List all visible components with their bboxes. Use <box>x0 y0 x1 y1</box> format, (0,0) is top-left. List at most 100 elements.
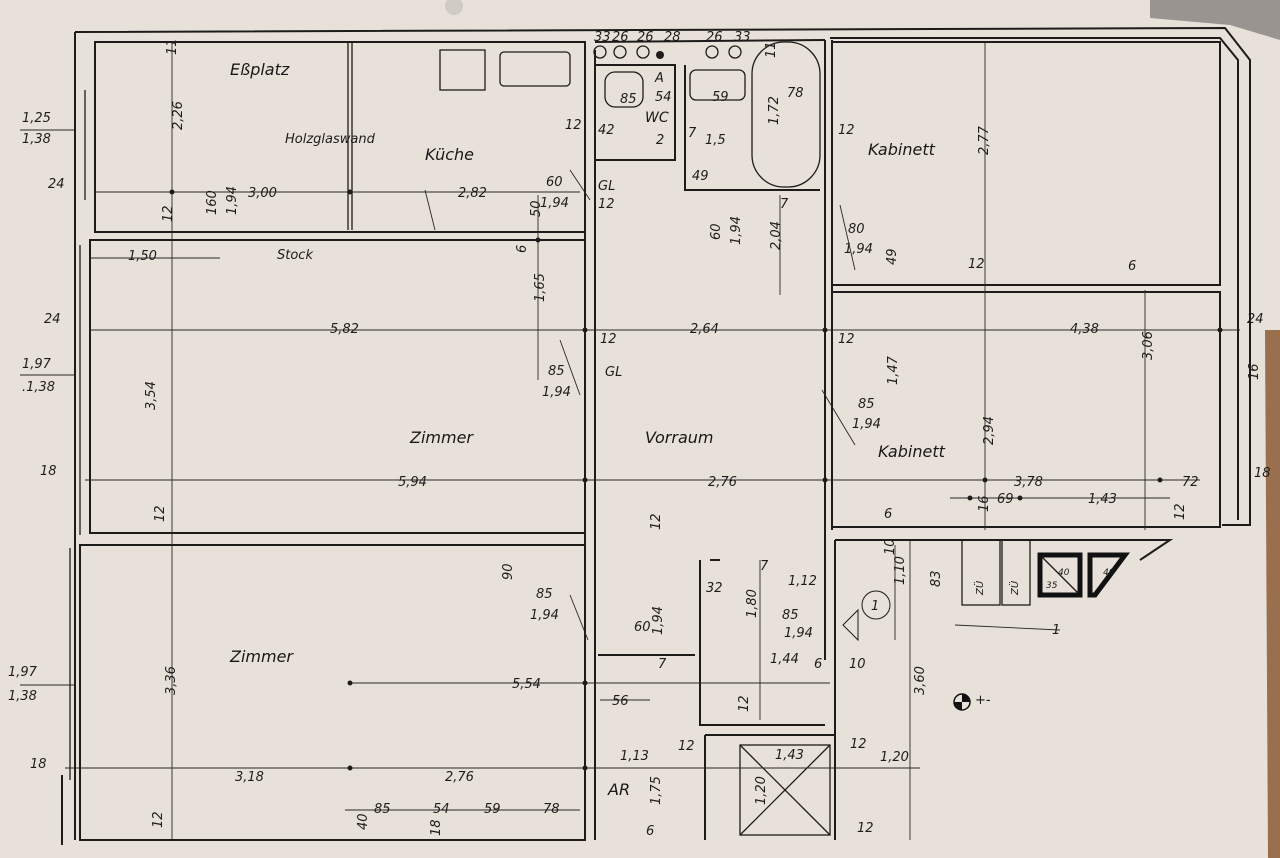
dimension-label: 2,77 <box>977 125 992 155</box>
dimension-label: 85 <box>536 587 553 602</box>
dimension-label: 85 <box>782 608 799 623</box>
dimension-label: 49 <box>692 169 709 184</box>
dimension-label: 12 <box>838 332 855 347</box>
dimension-label: 1,13 <box>620 749 649 764</box>
table-edge <box>1265 330 1280 858</box>
dimension-label: 5,94 <box>398 475 427 490</box>
dimension-label: 12 <box>857 821 874 836</box>
dimension-label: 6 <box>1128 259 1136 274</box>
dimension-label: 16 <box>1247 363 1262 380</box>
dimension-label: 1,43 <box>775 748 804 763</box>
dimension-label: 6 <box>814 657 822 672</box>
dimension-label: 24 <box>1247 312 1264 327</box>
dimension-label: 83 <box>929 570 944 587</box>
dimension-label: 1,94 <box>784 626 813 641</box>
dimension-label: 33 <box>734 30 751 45</box>
note-a: A <box>654 71 664 86</box>
dimension-label: 160 <box>205 190 220 215</box>
dimension-label: 6 <box>515 245 530 253</box>
dimension-label: 2 <box>656 133 664 148</box>
dimension-label: 28 <box>664 30 681 45</box>
dimension-label: 6 <box>884 507 892 522</box>
chimney-size-2: 35 <box>1046 581 1058 591</box>
dimension-label: 5,54 <box>512 677 541 692</box>
dimension-label: 3,00 <box>248 186 277 201</box>
dimension-lines <box>20 42 1240 840</box>
dimension-label: 24 <box>44 312 61 327</box>
dimension-label: 12 <box>968 257 985 272</box>
dimension-label: 1,75 <box>649 776 664 805</box>
dimension-label: 26 <box>706 30 723 45</box>
dimension-label: 1,94 <box>542 385 571 400</box>
dimension-label: 16 <box>977 495 992 512</box>
punch-hole <box>445 0 463 15</box>
note-stock: Stock <box>277 248 313 263</box>
dimension-label: 1,94 <box>729 216 744 245</box>
dimension-label: 85 <box>620 92 637 107</box>
walls <box>61 26 1251 845</box>
dimension-label: 10 <box>883 538 898 555</box>
level-mark-text: +- <box>975 693 991 708</box>
dimension-label: 1,47 <box>886 355 901 385</box>
dimension-label: 59 <box>712 90 729 105</box>
dimension-label: 10 <box>849 657 866 672</box>
dimension-label: 49 <box>885 248 900 265</box>
dimension-label: 24 <box>48 177 65 192</box>
dimension-label: 90 <box>501 563 516 580</box>
room-label-ar: AR <box>607 780 630 799</box>
dimension-label: 1,5 <box>705 133 726 148</box>
room-label-kabinett: Kabinett <box>868 140 936 159</box>
dimension-label: 12 <box>161 205 176 222</box>
dimension-label: 1,97 <box>8 665 38 680</box>
dimension-label: 85 <box>548 364 565 379</box>
dimension-label: 1,94 <box>530 608 559 623</box>
dimension-label: 1 <box>1052 623 1060 638</box>
dimension-label: 11 <box>165 38 180 55</box>
dimension-label: 1,25 <box>22 111 51 126</box>
dimension-label: 3,60 <box>913 666 928 695</box>
dimension-label: 2,94 <box>982 416 997 445</box>
dimension-label: 78 <box>787 86 804 101</box>
note-zue-2: ZÜ <box>1008 580 1021 596</box>
dimension-label: 12 <box>1173 503 1188 520</box>
dimension-label: 12 <box>565 118 582 133</box>
dimension-label: 6 <box>646 824 654 839</box>
dimension-label: 2,76 <box>708 475 737 490</box>
dimension-label: 72 <box>1182 475 1199 490</box>
chimney-size-3: 40 <box>1103 568 1115 578</box>
dimension-label: 78 <box>543 802 560 817</box>
dimension-label: .1,38 <box>22 380 55 395</box>
dimension-label: 50 <box>529 200 544 217</box>
dimension-label: 3,54 <box>144 381 159 410</box>
room-label-zimmer-2: Zimmer <box>229 647 294 666</box>
dimension-label: 60 <box>634 620 651 635</box>
dimension-label: 1,97 <box>22 357 52 372</box>
dimension-label: 1,94 <box>540 196 569 211</box>
dimension-label: 12 <box>678 739 695 754</box>
dimension-label: 12 <box>838 123 855 138</box>
marker-number: 1 <box>871 599 879 614</box>
dimension-label: 85 <box>858 397 875 412</box>
dimension-label: 3,06 <box>1141 331 1156 360</box>
dimension-label: 26 <box>612 30 629 45</box>
dimension-label: 2,04 <box>769 221 784 250</box>
dimension-label: 85 <box>374 802 391 817</box>
dimension-label: 3,36 <box>164 666 179 695</box>
dimension-label: 2,26 <box>171 101 186 130</box>
dimension-label: 2,82 <box>458 186 487 201</box>
dimension-label: 1,44 <box>770 652 799 667</box>
dimension-label: 18 <box>429 819 444 836</box>
dimension-label: 42 <box>598 123 615 138</box>
dimension-label: 1,38 <box>22 132 51 147</box>
dimension-label: 1,20 <box>880 750 909 765</box>
dimension-label: 3,18 <box>235 770 264 785</box>
dimension-label: 12 <box>850 737 867 752</box>
position-marker-icon <box>861 590 891 620</box>
room-label-kueche: Küche <box>425 145 474 164</box>
dimension-label: 18 <box>1254 466 1271 481</box>
room-label-zimmer: Zimmer <box>409 428 474 447</box>
dimension-label: 69 <box>997 492 1014 507</box>
dimension-label: 1,50 <box>128 249 157 264</box>
